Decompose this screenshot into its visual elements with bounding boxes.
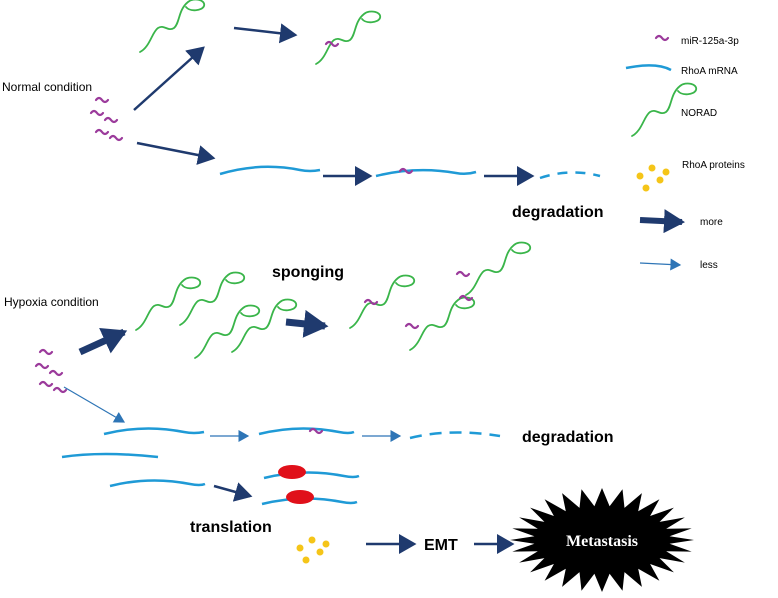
arrow-to-translation xyxy=(213,482,253,502)
mrna-normal-1 xyxy=(219,165,321,176)
mrna-to-translate xyxy=(109,479,206,488)
mrna-degraded-normal xyxy=(539,171,601,180)
mrna-hypoxia-2 xyxy=(258,427,355,436)
mrna-free xyxy=(61,452,159,459)
emt-label: EMT xyxy=(424,537,458,554)
arrow-to-norad xyxy=(133,46,205,111)
arrow-to-mrna xyxy=(136,141,216,165)
legend-mirna-label: miR-125a-3p xyxy=(681,36,739,47)
legend-less-arrow xyxy=(639,258,682,271)
mrna-degraded-hypoxia xyxy=(409,431,501,440)
arrow-norad-bind xyxy=(233,23,298,44)
rhoa-proteins xyxy=(296,536,330,564)
sponging-label: sponging xyxy=(272,264,344,281)
norad-bound-normal xyxy=(315,10,382,65)
mirna-on-norad xyxy=(324,40,340,48)
normal-condition-label: Normal condition xyxy=(2,80,92,94)
legend: miR-125a-3p RhoA mRNA NORAD RhoA protein… xyxy=(625,34,745,271)
legend-more-arrow xyxy=(639,209,685,234)
legend-proteins-label: RhoA proteins xyxy=(682,160,745,171)
legend-less-label: less xyxy=(700,260,718,271)
norad-sponged-group xyxy=(349,241,532,351)
metastasis-starburst xyxy=(510,488,694,592)
translation-label: translation xyxy=(190,519,272,536)
thin-arrow-to-mrna xyxy=(63,386,126,423)
big-arrow-sponging xyxy=(285,309,329,338)
norad-normal xyxy=(139,0,206,53)
legend-norad-label: NORAD xyxy=(681,108,717,119)
legend-mrna-label: RhoA mRNA xyxy=(681,66,738,77)
big-arrow-to-norad xyxy=(78,327,128,356)
norad-group-hypoxia xyxy=(135,271,298,359)
degradation-top-label: degradation xyxy=(512,204,604,221)
legend-mirna-icon xyxy=(654,34,670,42)
degradation-bottom-label: degradation xyxy=(522,429,614,446)
legend-more-label: more xyxy=(700,217,723,228)
mrna-translating-2 xyxy=(261,497,358,506)
mrna-hypoxia-1 xyxy=(103,427,205,436)
legend-mrna-icon xyxy=(625,64,672,72)
ribosome-1 xyxy=(278,465,306,479)
mrna-normal-2 xyxy=(375,168,477,178)
metastasis-label: Metastasis xyxy=(566,533,638,550)
legend-proteins-icon xyxy=(636,164,670,192)
mirna-cluster-normal xyxy=(89,96,124,142)
hypoxia-condition-label: Hypoxia condition xyxy=(4,295,99,309)
ribosome-2 xyxy=(286,490,314,504)
mirna-cluster-hypoxia xyxy=(34,348,68,394)
